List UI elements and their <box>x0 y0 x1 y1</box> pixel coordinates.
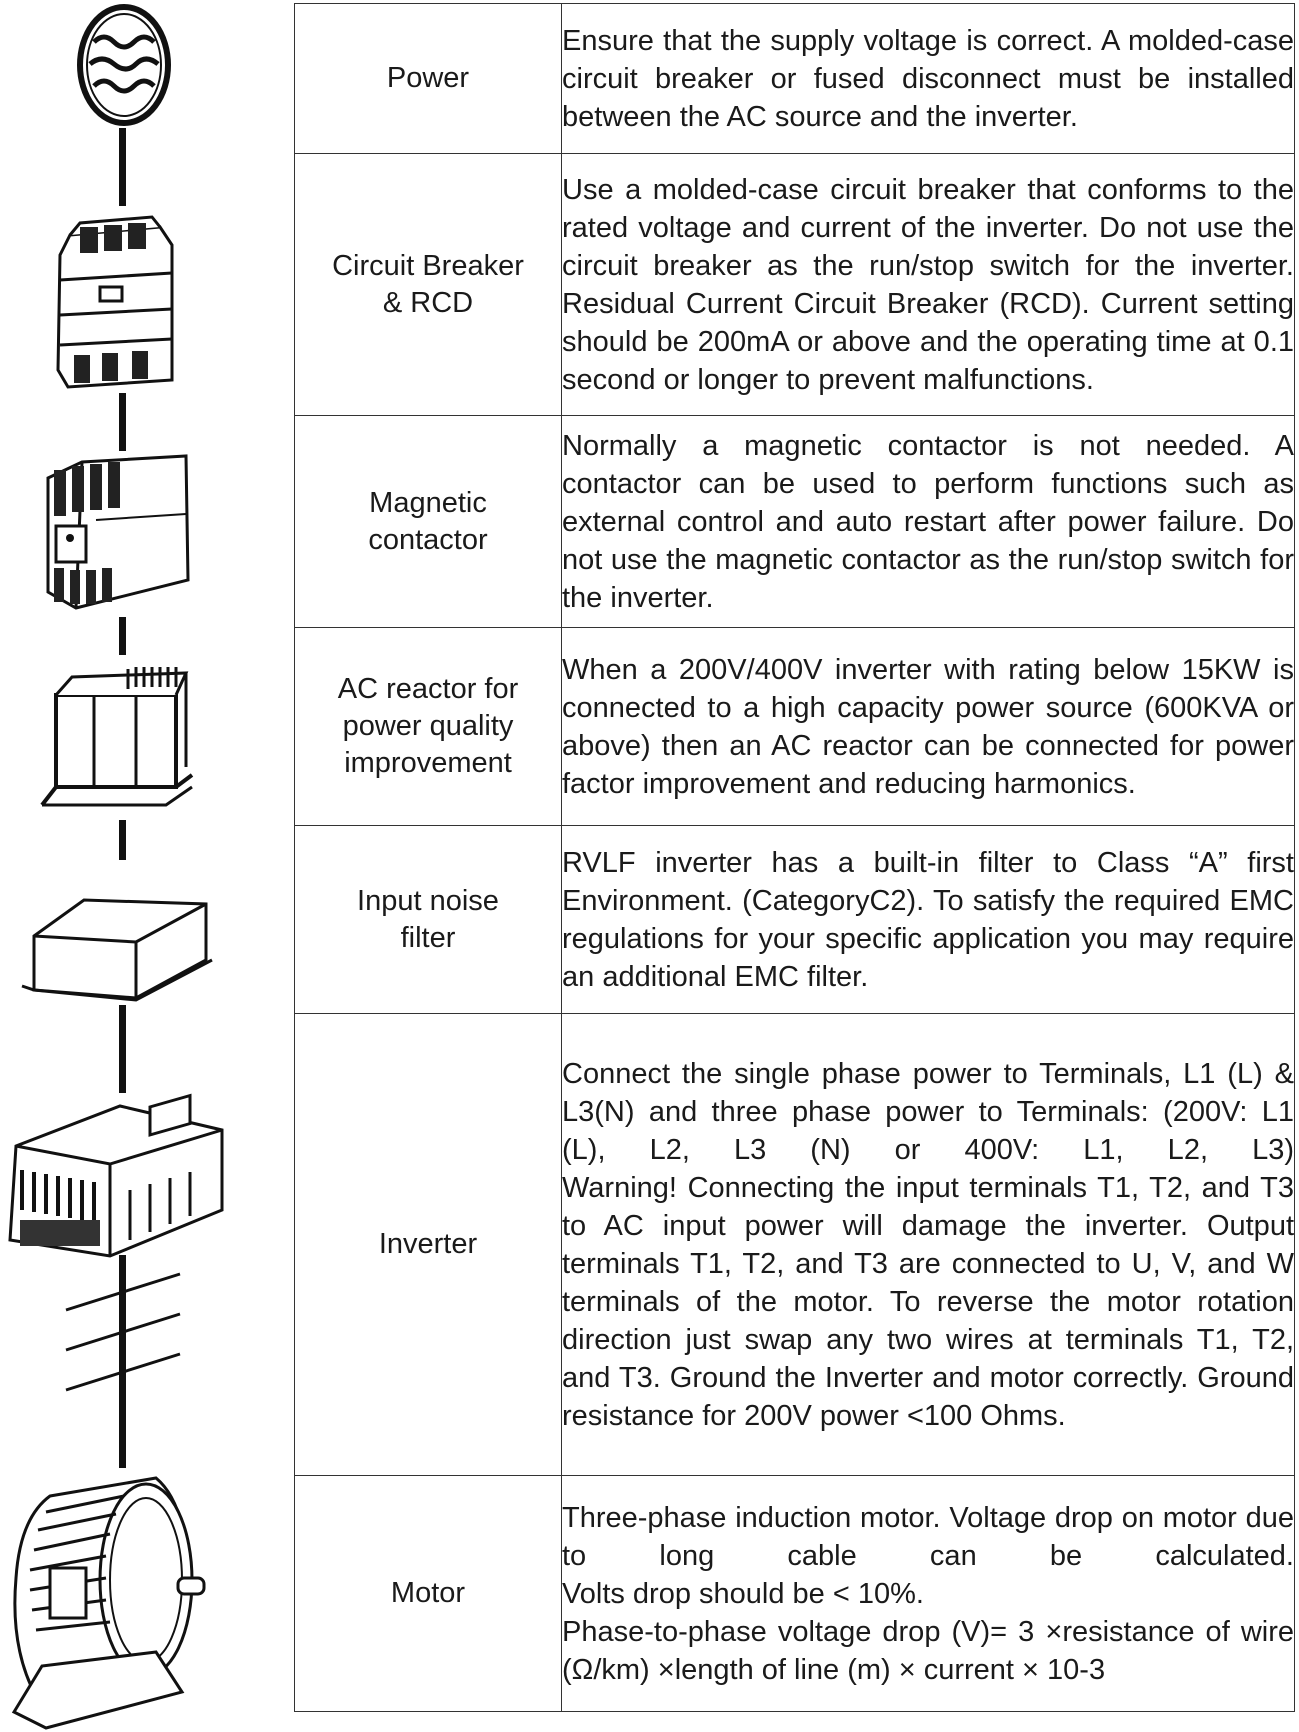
table-row: Magnetic contactor Normally a magnetic c… <box>294 415 1295 628</box>
ac-reactor-icon <box>40 667 194 807</box>
component-name-cell: Power <box>294 3 562 154</box>
table-row: Circuit Breaker & RCD Use a molded-case … <box>294 153 1295 416</box>
wire-segment <box>119 1255 126 1468</box>
component-name-cell: Magnetic contactor <box>294 415 562 628</box>
component-name: Motor <box>390 1577 466 1609</box>
component-description: Three-phase induction motor. Voltage dro… <box>561 1475 1295 1712</box>
description-paragraph: Volts drop should be < 10%. <box>562 1577 924 1610</box>
component-name: Input noise <box>357 884 499 917</box>
circuit-breaker-icon <box>56 215 174 389</box>
component-description: Connect the single phase power to Termin… <box>561 1013 1295 1476</box>
component-name: filter <box>400 921 456 954</box>
table-row: AC reactor for power quality improvement… <box>294 627 1295 826</box>
component-name-cell: Input noise filter <box>294 825 562 1014</box>
component-name-cell: Inverter <box>294 1013 562 1476</box>
wire-segment <box>119 617 126 655</box>
wire-segment <box>119 128 126 206</box>
component-name-cell: AC reactor for power quality improvement <box>294 627 562 826</box>
description-paragraph: Connect the single phase power to Termin… <box>562 1057 1294 1166</box>
component-description: When a 200V/400V inverter with rating be… <box>561 627 1295 826</box>
wiring-components-table: Power Ensure that the supply voltage is … <box>294 3 1295 1712</box>
induction-motor-icon <box>11 1476 206 1730</box>
inverter-icon <box>8 1093 224 1258</box>
component-name: contactor <box>368 523 488 556</box>
wire-segment <box>119 820 126 860</box>
component-description: RVLF inverter has a built-in filter to C… <box>561 825 1295 1014</box>
description-paragraph: Three-phase induction motor. Voltage dro… <box>562 1501 1294 1572</box>
component-description: Normally a magnetic contactor is not nee… <box>561 415 1295 628</box>
component-description: Use a molded-case circuit breaker that c… <box>561 153 1295 416</box>
component-name-cell: Circuit Breaker & RCD <box>294 153 562 416</box>
component-name: Inverter <box>378 1228 478 1260</box>
wire-segment <box>119 393 126 451</box>
component-name: Power <box>386 62 470 94</box>
table-row: Input noise filter RVLF inverter has a b… <box>294 825 1295 1014</box>
component-name: AC reactor for <box>337 673 519 705</box>
ac-power-source-icon <box>77 4 171 126</box>
table-row: Power Ensure that the supply voltage is … <box>294 3 1295 154</box>
component-name-cell: Motor <box>294 1475 562 1712</box>
component-name: improvement <box>344 747 512 779</box>
table-row: Inverter Connect the single phase power … <box>294 1013 1295 1476</box>
component-name: & RCD <box>382 286 474 319</box>
component-name: Circuit Breaker <box>332 249 524 282</box>
magnetic-contactor-icon <box>46 454 190 610</box>
three-phase-cable-icon <box>65 1272 181 1392</box>
component-description: Ensure that the supply voltage is correc… <box>561 3 1295 154</box>
description-paragraph: Phase-to-phase voltage drop (V)= 3 ×resi… <box>562 1615 1294 1686</box>
table-row: Motor Three-phase induction motor. Volta… <box>294 1475 1295 1712</box>
description-paragraph: Warning! Connecting the input terminals … <box>562 1171 1294 1432</box>
component-name: power quality <box>342 710 514 742</box>
component-name: Magnetic <box>369 486 487 519</box>
wire-segment <box>119 1005 126 1093</box>
noise-filter-icon <box>21 898 213 1002</box>
